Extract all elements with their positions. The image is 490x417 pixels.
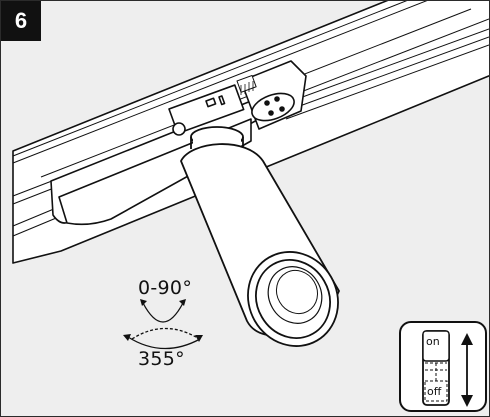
spotlight-head [180,126,340,347]
pan-angle-label: 355° [138,348,185,370]
rotation-indicator [123,299,203,350]
switch-lever [422,330,450,362]
on-off-switch-detail: on off [399,321,487,412]
switch-off-label: off [427,385,442,398]
up-down-arrow-icon [461,333,473,407]
switch-on-label: on [426,335,440,348]
step-number: 6 [14,8,28,33]
tilt-angle-label: 0-90° [138,277,193,299]
switch-drawing [422,330,473,407]
step-badge: 6 [1,1,41,41]
